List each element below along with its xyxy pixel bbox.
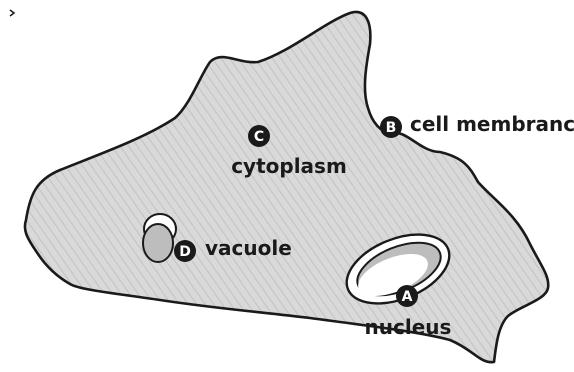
marker-a-letter: A bbox=[402, 289, 413, 305]
marker-c-letter: C bbox=[254, 129, 264, 145]
corner-mark bbox=[10, 10, 14, 16]
label-cytoplasm: cytoplasm bbox=[231, 154, 347, 178]
marker-c: C bbox=[248, 125, 270, 147]
marker-a: A bbox=[396, 285, 418, 307]
marker-d-letter: D bbox=[179, 244, 191, 260]
cell-membrane-outline bbox=[25, 12, 548, 362]
marker-d: D bbox=[174, 240, 196, 262]
marker-b: B bbox=[380, 116, 402, 138]
label-cell-membrane: cell membrance bbox=[410, 112, 574, 136]
label-vacuole: vacuole bbox=[205, 236, 292, 260]
marker-b-letter: B bbox=[386, 120, 397, 136]
vacuole-body bbox=[143, 224, 173, 262]
label-nucleus: nucleus bbox=[365, 315, 452, 339]
